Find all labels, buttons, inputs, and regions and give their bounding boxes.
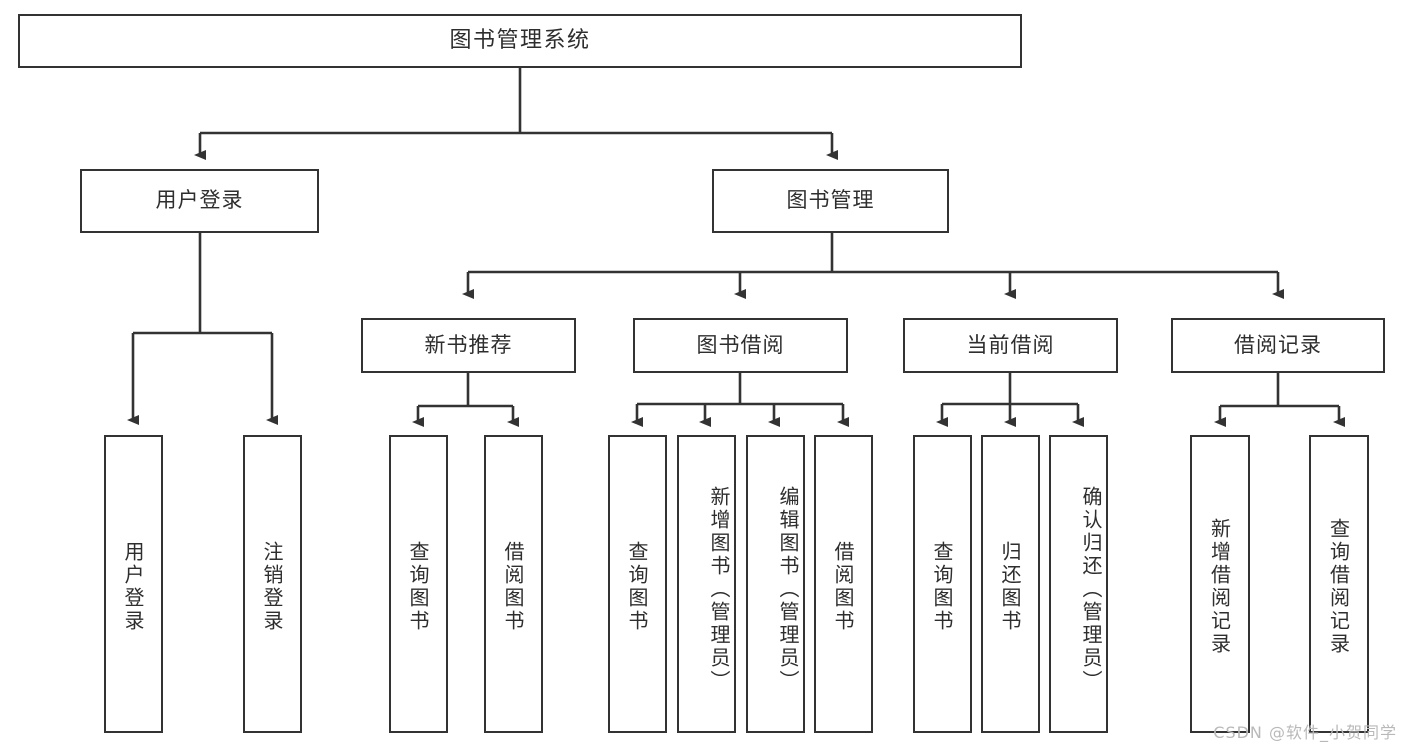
node-label: 新书推荐 — [424, 332, 513, 357]
leaf-record-add-record[interactable]: 新增借阅记录 — [1190, 435, 1250, 733]
node-book-management[interactable]: 图书管理 — [712, 169, 949, 233]
node-label: 查询图书 — [930, 541, 954, 633]
node-label: 查询图书 — [625, 541, 649, 633]
leaf-recommend-query-book[interactable]: 查询图书 — [389, 435, 448, 733]
node-label: 用户登录 — [155, 188, 244, 213]
node-borrow-record[interactable]: 借阅记录 — [1171, 318, 1385, 373]
leaf-current-confirm-return-admin[interactable]: 确认归还（管理员） — [1049, 435, 1108, 733]
vertical-text-wrap: 借阅图书 — [816, 443, 871, 731]
node-user-login[interactable]: 用户登录 — [80, 169, 319, 233]
node-label: 查询借阅记录 — [1326, 518, 1351, 656]
leaf-borrow-add-book-admin[interactable]: 新增图书（管理员） — [677, 435, 736, 733]
node-root-system[interactable]: 图书管理系统 — [18, 14, 1022, 68]
node-label: 图书借阅 — [696, 332, 785, 357]
leaf-user-login-logout[interactable]: 注销登录 — [243, 435, 302, 733]
node-current-borrow[interactable]: 当前借阅 — [903, 318, 1118, 373]
leaf-current-return-book[interactable]: 归还图书 — [981, 435, 1040, 733]
node-label: 借阅图书 — [501, 541, 525, 633]
node-label: 借阅图书 — [831, 541, 855, 633]
node-label: 新增图书（管理员） — [707, 485, 731, 693]
node-label: 图书管理系统 — [449, 27, 591, 53]
node-label: 当前借阅 — [966, 332, 1055, 357]
vertical-text-wrap: 用户登录 — [106, 443, 161, 731]
node-label: 图书管理 — [786, 188, 875, 213]
leaf-user-login-login[interactable]: 用户登录 — [104, 435, 163, 733]
node-book-borrow[interactable]: 图书借阅 — [633, 318, 848, 373]
leaf-current-query-book[interactable]: 查询图书 — [913, 435, 972, 733]
node-label: 归还图书 — [998, 541, 1022, 633]
node-label: 新增借阅记录 — [1207, 518, 1232, 656]
node-label: 编辑图书（管理员） — [776, 485, 800, 693]
vertical-text-wrap: 借阅图书 — [486, 443, 541, 731]
vertical-text-wrap: 查询图书 — [915, 443, 970, 731]
vertical-text-wrap: 查询借阅记录 — [1311, 443, 1367, 731]
vertical-text-wrap: 查询图书 — [391, 443, 446, 731]
node-new-book-recommend[interactable]: 新书推荐 — [361, 318, 576, 373]
vertical-text-wrap: 编辑图书（管理员） — [748, 443, 803, 731]
vertical-text-wrap: 归还图书 — [983, 443, 1038, 731]
watermark-text: CSDN @软件_小贺同学 — [1213, 723, 1397, 742]
vertical-text-wrap: 确认归还（管理员） — [1051, 443, 1106, 731]
node-label: 确认归还（管理员） — [1079, 485, 1103, 693]
vertical-text-wrap: 新增图书（管理员） — [679, 443, 734, 731]
leaf-record-query-record[interactable]: 查询借阅记录 — [1309, 435, 1369, 733]
leaf-borrow-edit-book-admin[interactable]: 编辑图书（管理员） — [746, 435, 805, 733]
vertical-text-wrap: 查询图书 — [610, 443, 665, 731]
node-label: 用户登录 — [121, 541, 145, 633]
node-label: 借阅记录 — [1234, 332, 1322, 357]
leaf-borrow-query-book[interactable]: 查询图书 — [608, 435, 667, 733]
node-label: 查询图书 — [406, 541, 430, 633]
leaf-recommend-borrow-book[interactable]: 借阅图书 — [484, 435, 543, 733]
vertical-text-wrap: 注销登录 — [245, 443, 300, 731]
leaf-borrow-borrow-book[interactable]: 借阅图书 — [814, 435, 873, 733]
vertical-text-wrap: 新增借阅记录 — [1192, 443, 1248, 731]
node-label: 注销登录 — [260, 541, 284, 633]
